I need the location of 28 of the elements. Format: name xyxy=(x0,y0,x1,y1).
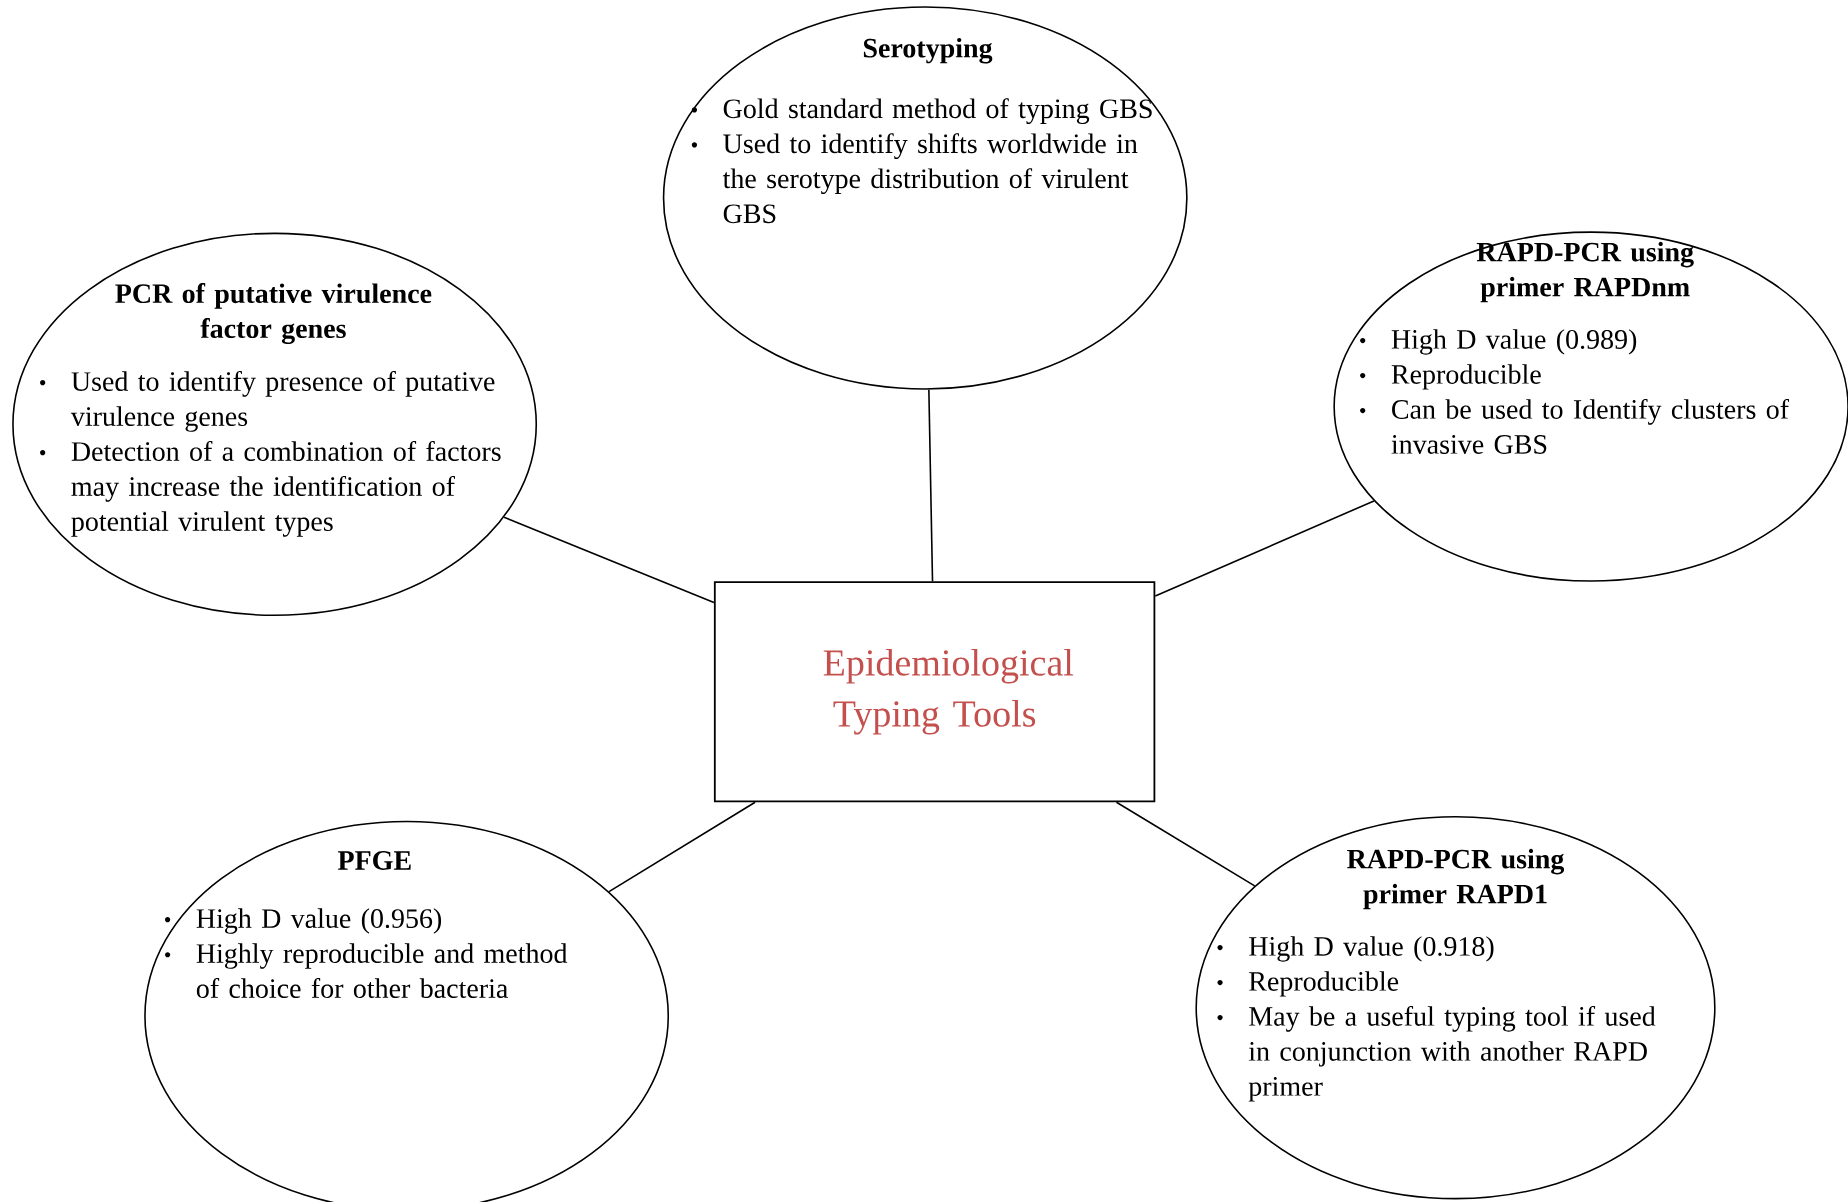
bullet-item: Reproducible xyxy=(1391,364,1541,390)
bubble-heading: Serotyping xyxy=(863,37,993,64)
connector-line xyxy=(1154,500,1375,597)
ellipse-bubble xyxy=(1195,815,1716,1200)
connector-line xyxy=(608,801,756,893)
bubble-heading: PFGE xyxy=(337,851,411,870)
connector-line xyxy=(503,516,715,604)
bubble-heading: PCR of putative virulence factor genes xyxy=(115,283,432,344)
bullet-item: Gold standard method of typing GBS xyxy=(723,98,1152,124)
bubble-heading: RAPD-PCR using primer RAPD1 xyxy=(1347,848,1565,910)
bullet-item: Can be used to Identify clusters of invasive GBS xyxy=(1391,398,1790,454)
bullet-item: High D value (0.956) xyxy=(196,908,442,934)
bullet-item: Used to identify shifts worldwide in the serotype distribution of virulent GBS xyxy=(722,133,1138,224)
bubble-heading: RAPD-PCR using primer RAPDnm xyxy=(1476,241,1694,303)
center-box: Epidemiological Typing Tools xyxy=(713,581,1156,803)
ellipse-bubble xyxy=(12,232,538,617)
bullet-item: Detection of a combination of factors may increase the identification of potential virulent types xyxy=(71,441,501,537)
bullet-item: Highly reproducible and method of choice for other bacteria xyxy=(196,943,568,998)
ellipse-bubble xyxy=(1333,231,1848,582)
ellipse-bubble xyxy=(144,820,670,1202)
ellipse-bubble xyxy=(662,6,1188,390)
bullet-item: High D value (0.918) xyxy=(1249,936,1494,962)
connector-line xyxy=(928,388,934,583)
bullet-item: Reproducible xyxy=(1249,971,1399,997)
bullet-item: High D value (0.989) xyxy=(1391,329,1637,355)
bullet-item: Used to identify presence of putative virulence genes xyxy=(70,371,495,432)
connector-line xyxy=(1115,801,1256,887)
bullet-item: May be a useful typing tool if used in conjunction with another RAPD primer xyxy=(1248,1005,1656,1102)
